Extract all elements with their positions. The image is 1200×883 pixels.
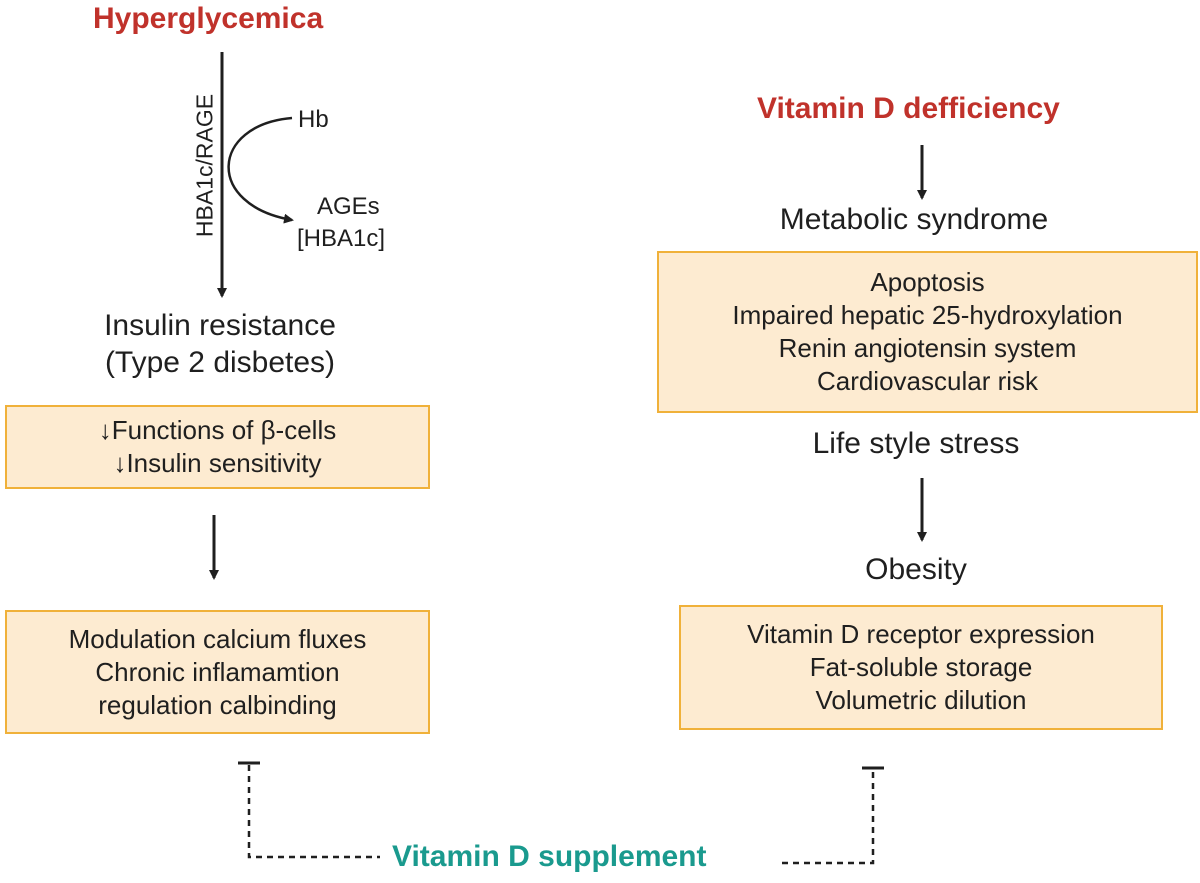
life-style-stress-label: Life style stress	[812, 427, 1020, 460]
right-dashed-inhibition-line	[782, 770, 875, 865]
obesity-label: Obesity	[865, 553, 967, 586]
box-line: Apoptosis	[870, 267, 985, 297]
box-line: Vitamin D receptor expression	[747, 619, 1095, 649]
box-line: Renin angiotensin system	[778, 333, 1077, 363]
vitamin-d-deficiency-title: Vitamin D defficiency	[757, 92, 1060, 125]
metabolic-syndrome-label: Metabolic syndrome	[779, 203, 1049, 236]
box-line: ↓Functions of β-cells	[98, 415, 337, 445]
metabolic-effects-box: Apoptosis Impaired hepatic 25-hydroxylat…	[657, 251, 1198, 413]
beta-cell-effects-box: ↓Functions of β-cells ↓Insulin sensitivi…	[5, 405, 430, 489]
ages-hba1c-label: [HBA1c]	[297, 225, 386, 252]
insulin-resistance-label: Insulin resistance	[104, 309, 336, 342]
type2-diabetes-label: (Type 2 disbetes)	[104, 346, 336, 379]
box-line: ↓Insulin sensitivity	[113, 448, 322, 478]
hba1c-rage-label: HBA1c/RAGE	[191, 93, 218, 238]
box-line: Modulation calcium fluxes	[68, 623, 367, 654]
hb-to-ages-curved-arrow	[227, 116, 294, 224]
box-line: Fat-soluble storage	[809, 652, 1033, 682]
hyperglycemica-title: Hyperglycemica	[93, 2, 324, 35]
vitamin-d-storage-box: Vitamin D receptor expression Fat-solubl…	[679, 605, 1163, 730]
box-line: Volumetric dilution	[815, 685, 1027, 715]
box-line: Cardiovascular risk	[816, 366, 1039, 396]
box-line: Chronic inflamamtion	[95, 656, 340, 687]
ages-label: AGEs	[317, 193, 380, 220]
left-dashed-inhibition-line	[247, 765, 380, 859]
box-line: regulation calbinding	[98, 689, 337, 720]
box-line: Impaired hepatic 25-hydroxylation	[732, 300, 1123, 330]
vitamin-d-supplement-label: Vitamin D supplement	[392, 840, 707, 873]
calcium-inflammation-box: Modulation calcium fluxes Chronic inflam…	[5, 610, 430, 734]
hb-label: Hb	[298, 106, 329, 133]
